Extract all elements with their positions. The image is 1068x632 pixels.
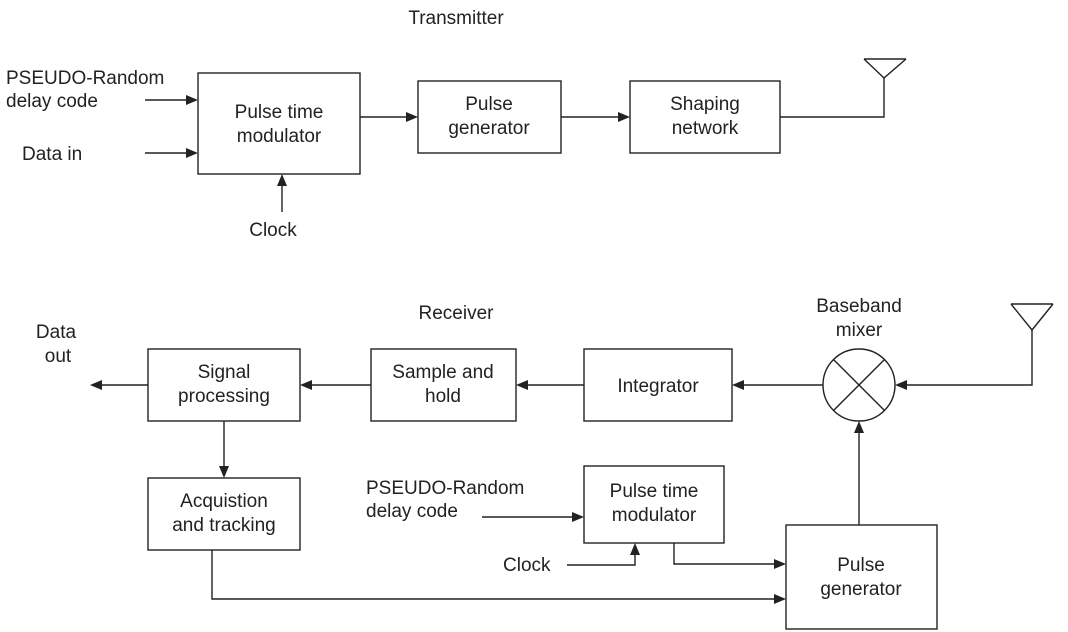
tx-code-label-line1: PSEUDO-Random — [6, 68, 164, 89]
rx-pulse-time-modulator-line1: Pulse time — [610, 481, 699, 502]
rx-integrator-line1: Integrator — [617, 376, 699, 397]
rx-data-out-line2: out — [45, 346, 72, 367]
tx-clock-label: Clock — [249, 220, 297, 241]
rx-clock-line — [567, 555, 636, 566]
tx-code-arrowhead — [186, 95, 198, 105]
tx-pulse-generator-block — [417, 80, 562, 154]
rx-pulse-time-modulator-line2: modulator — [612, 505, 697, 526]
tx-gen-to-shaping-arrowhead — [618, 112, 630, 122]
rx-sample-hold-block — [370, 348, 517, 422]
rx-antenna-icon — [1010, 303, 1054, 331]
tx-pulse-generator-line2: generator — [448, 118, 530, 139]
rx-signal-processing-block — [147, 348, 301, 422]
rx-signal-to-acq-arrowhead — [219, 466, 229, 478]
rx-data-out-arrowhead — [90, 380, 102, 390]
rx-modulator-to-generator-line — [673, 543, 774, 565]
rx-data-out-line1: Data — [36, 322, 77, 343]
tx-clock-arrowhead — [277, 174, 287, 186]
rx-pulse-generator-line1: Pulse — [837, 555, 885, 576]
rx-clock-label: Clock — [503, 555, 551, 576]
tx-pulse-time-modulator-line1: Pulse time — [235, 102, 324, 123]
rx-integrator-to-sample-arrowhead — [516, 380, 528, 390]
tx-shaping-network-block — [629, 80, 781, 154]
tx-antenna-icon — [863, 58, 907, 79]
tx-data-in-label: Data in — [22, 144, 82, 165]
rx-code-label-line2: delay code — [366, 501, 458, 522]
transmitter-title: Transmitter — [408, 8, 504, 29]
rx-acquisition-tracking-line2: and tracking — [172, 515, 276, 536]
rx-acq-to-generator-line — [211, 550, 774, 600]
rx-antenna-to-mixer-arrowhead — [895, 380, 907, 390]
rx-code-arrowhead — [572, 512, 584, 522]
rx-pulse-time-modulator-block — [583, 465, 725, 544]
rx-mixer-label-line2: mixer — [836, 320, 883, 341]
rx-clock-arrowhead — [630, 543, 640, 555]
rx-integrator-block — [583, 348, 733, 422]
rx-sample-hold-line1: Sample and — [392, 362, 493, 383]
rx-acquisition-tracking-line1: Acquistion — [180, 491, 268, 512]
rx-acq-to-generator-arrowhead — [774, 594, 786, 604]
rx-signal-processing-line2: processing — [178, 386, 270, 407]
tx-pulse-generator-line1: Pulse — [465, 94, 513, 115]
rx-pulse-generator-block — [785, 524, 938, 630]
tx-mod-to-gen-arrowhead — [406, 112, 418, 122]
rx-mixer-label-line1: Baseband — [816, 296, 902, 317]
rx-sample-to-signal-arrowhead — [300, 380, 312, 390]
tx-shaping-network-line1: Shaping — [670, 94, 740, 115]
rx-pulse-generator-line2: generator — [820, 579, 902, 600]
rx-baseband-mixer-icon — [822, 348, 896, 422]
rx-mixer-to-integrator-arrowhead — [732, 380, 744, 390]
rx-code-label-line1: PSEUDO-Random — [366, 478, 524, 499]
tx-code-label-line2: delay code — [6, 91, 98, 112]
rx-modulator-to-generator-arrowhead — [774, 559, 786, 569]
receiver-title: Receiver — [419, 303, 495, 324]
rx-acquisition-tracking-block — [147, 477, 301, 551]
rx-antenna-to-mixer-line — [907, 330, 1033, 386]
rx-signal-processing-line1: Signal — [198, 362, 251, 383]
rx-generator-to-mixer-arrowhead — [854, 421, 864, 433]
rx-sample-hold-line2: hold — [425, 386, 461, 407]
tx-shaping-to-antenna-line — [780, 78, 885, 118]
tx-shaping-network-line2: network — [672, 118, 739, 139]
tx-pulse-time-modulator-line2: modulator — [237, 126, 322, 147]
tx-pulse-time-modulator-block — [197, 72, 361, 175]
tx-data-arrowhead — [186, 148, 198, 158]
